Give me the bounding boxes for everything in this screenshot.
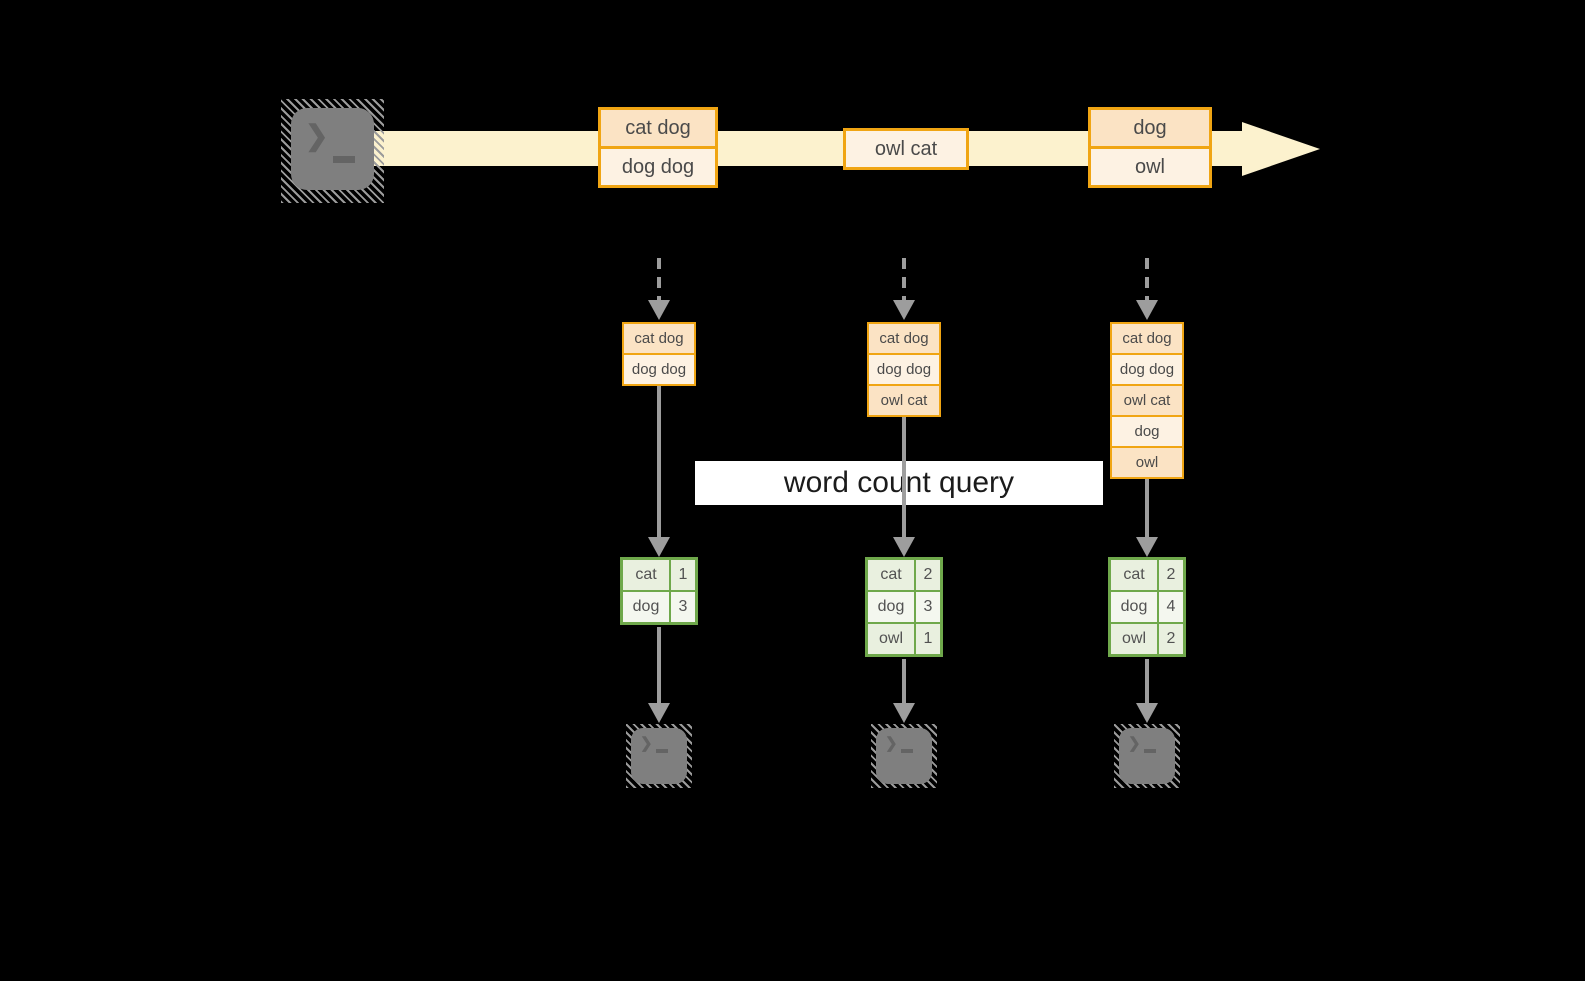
word-cell: dog (623, 592, 669, 622)
word-cell: cat (868, 560, 914, 590)
stream-record: dog (1091, 110, 1209, 146)
output-arrow-1 (657, 627, 661, 703)
output-arrow-3 (1145, 659, 1149, 703)
count-cell: 1 (671, 560, 695, 590)
count-cell: 2 (1159, 624, 1183, 654)
wordcount-table-3: cat 2 dog 4 owl 2 (1108, 557, 1186, 657)
terminal-icon: ❯ (281, 99, 384, 203)
terminal-screen: ❯ (291, 108, 374, 190)
stack-record: dog dog (869, 353, 939, 384)
word-cell: owl (868, 624, 914, 654)
terminal-cursor-icon (656, 749, 668, 753)
word-cell: dog (868, 592, 914, 622)
output-arrowhead-1 (648, 703, 670, 723)
count-cell: 1 (916, 624, 940, 654)
word-cell: cat (1111, 560, 1157, 590)
word-cell: cat (623, 560, 669, 590)
stack-record: dog dog (624, 353, 694, 384)
query-arrow-2 (902, 417, 906, 537)
terminal-screen: ❯ (631, 728, 687, 784)
output-arrow-2 (902, 659, 906, 703)
query-arrow-3 (1145, 479, 1149, 537)
stack-record: owl cat (869, 384, 939, 415)
ingest-arrow-2 (902, 258, 906, 300)
stream-event-2: owl cat (843, 128, 969, 170)
output-arrowhead-3 (1136, 703, 1158, 723)
count-cell: 2 (1159, 560, 1183, 590)
stream-record: cat dog (601, 110, 715, 146)
stack-record: owl cat (1112, 384, 1182, 415)
terminal-icon: ❯ (1114, 724, 1180, 788)
ingest-arrowhead-1 (648, 300, 670, 320)
output-arrowhead-2 (893, 703, 915, 723)
ingest-arrowhead-2 (893, 300, 915, 320)
terminal-screen: ❯ (876, 728, 932, 784)
query-arrow-1 (657, 386, 661, 537)
stream-record: owl cat (846, 131, 966, 167)
terminal-prompt-icon: ❯ (305, 120, 329, 151)
stream-arrowhead-icon (1242, 122, 1320, 176)
stack-record: dog dog (1112, 353, 1182, 384)
terminal-cursor-icon (901, 749, 913, 753)
query-arrowhead-2 (893, 537, 915, 557)
ingest-arrow-1 (657, 258, 661, 300)
ingest-arrow-3 (1145, 258, 1149, 300)
terminal-prompt-icon: ❯ (1128, 735, 1141, 752)
stack-record: dog (1112, 415, 1182, 446)
query-banner: word count query (695, 461, 1103, 505)
count-cell: 3 (671, 592, 695, 622)
stack-record: cat dog (1112, 324, 1182, 353)
terminal-prompt-icon: ❯ (640, 735, 653, 752)
word-cell: owl (1111, 624, 1157, 654)
terminal-icon: ❯ (871, 724, 937, 788)
terminal-icon: ❯ (626, 724, 692, 788)
stack-record: owl (1112, 446, 1182, 477)
query-arrowhead-3 (1136, 537, 1158, 557)
word-cell: dog (1111, 592, 1157, 622)
wordcount-table-2: cat 2 dog 3 owl 1 (865, 557, 943, 657)
stream-event-1: cat dog dog dog (598, 107, 718, 188)
terminal-prompt-icon: ❯ (885, 735, 898, 752)
count-cell: 2 (916, 560, 940, 590)
terminal-screen: ❯ (1119, 728, 1175, 784)
terminal-cursor-icon (333, 156, 355, 163)
wordcount-table-1: cat 1 dog 3 (620, 557, 698, 625)
stack-record: cat dog (624, 324, 694, 353)
count-cell: 4 (1159, 592, 1183, 622)
stream-event-3: dog owl (1088, 107, 1212, 188)
record-stack-2: cat dog dog dog owl cat (867, 322, 941, 417)
record-stack-3: cat dog dog dog owl cat dog owl (1110, 322, 1184, 479)
record-stack-1: cat dog dog dog (622, 322, 696, 386)
stack-record: cat dog (869, 324, 939, 353)
ingest-arrowhead-3 (1136, 300, 1158, 320)
query-arrowhead-1 (648, 537, 670, 557)
stream-record: owl (1091, 146, 1209, 185)
count-cell: 3 (916, 592, 940, 622)
stream-record: dog dog (601, 146, 715, 185)
terminal-cursor-icon (1144, 749, 1156, 753)
